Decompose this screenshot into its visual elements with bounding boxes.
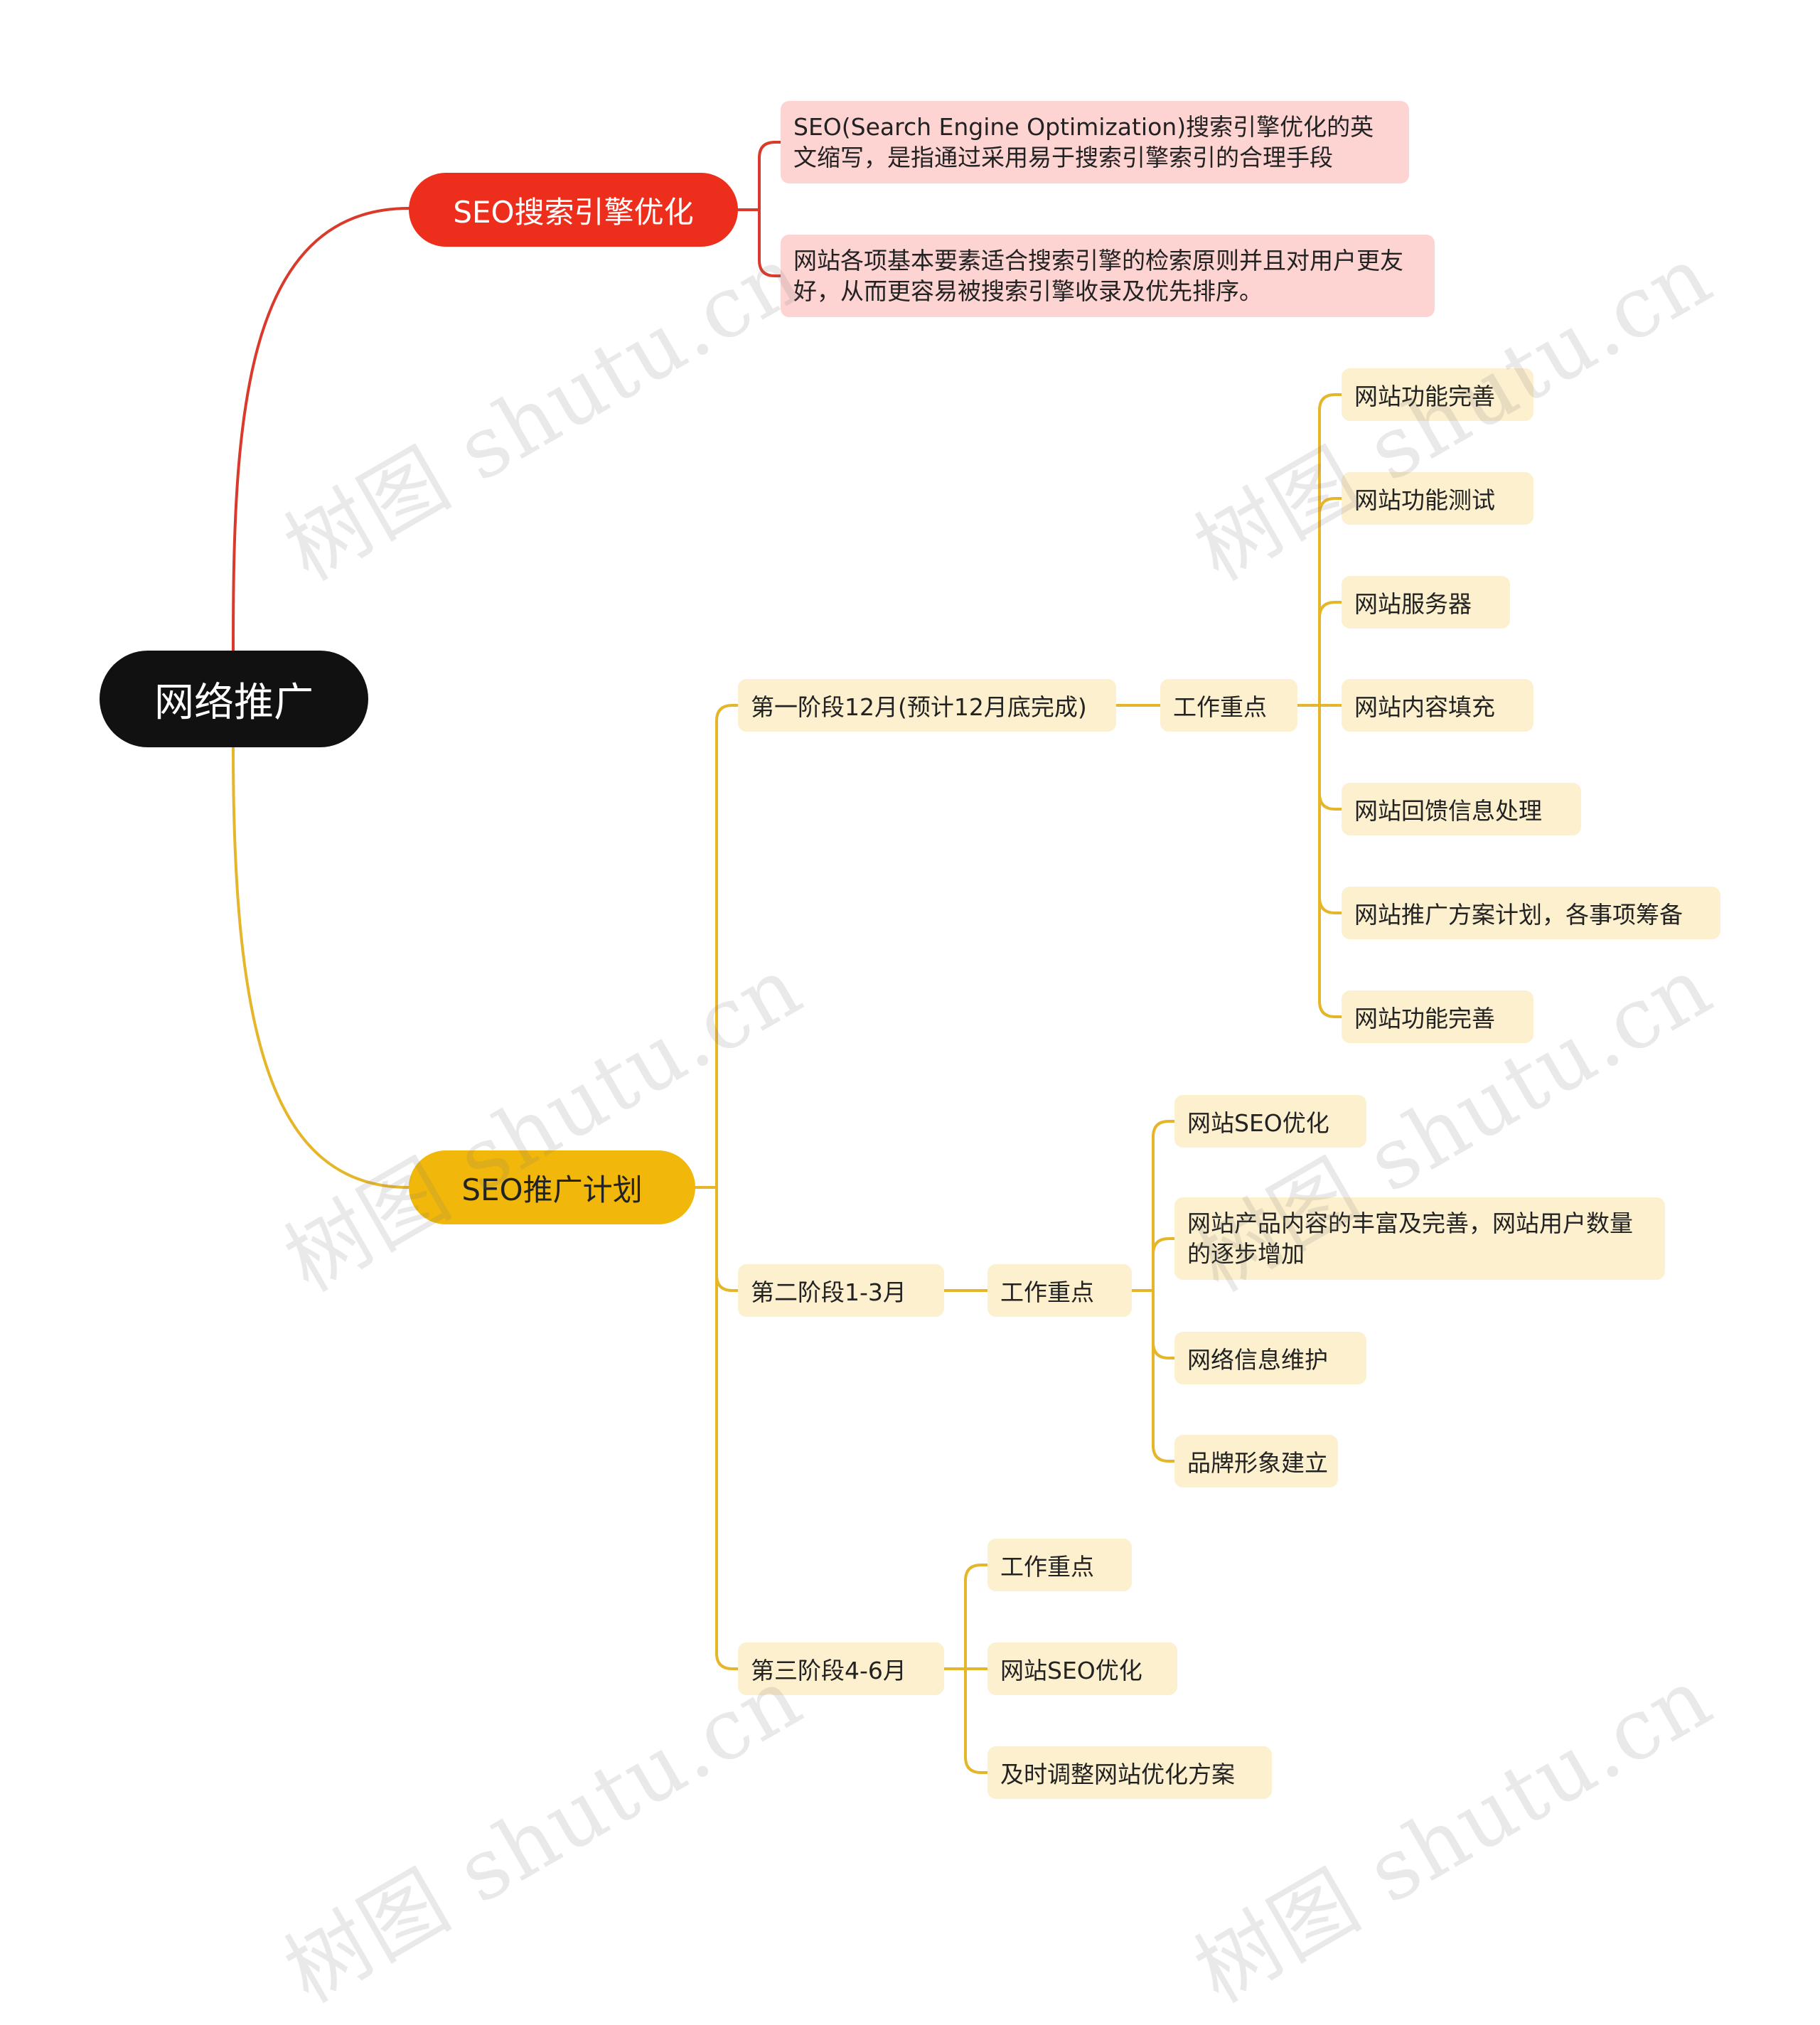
plan-stages-line-link [715, 1186, 739, 1670]
stage2-item[interactable]: 网站SEO优化 [1174, 1095, 1366, 1148]
stage2-node[interactable]: 第二阶段1-3月 [738, 1264, 944, 1317]
stage3-item[interactable]: 网站SEO优化 [987, 1642, 1177, 1695]
stage3-node[interactable]: 第三阶段4-6月 [738, 1642, 944, 1695]
stage3-item[interactable]: 及时调整网站优化方案 [987, 1746, 1272, 1799]
stage3-items-line-link [964, 1667, 989, 1774]
stage1-item[interactable]: 网站功能测试 [1342, 472, 1533, 525]
seo-description[interactable]: 网站各项基本要素适合搜索引擎的检索原则并且对用户更友好，从而更容易被搜索引擎收录… [781, 235, 1435, 317]
stage1-item[interactable]: 网站功能完善 [1342, 990, 1533, 1043]
stage2-items-line-link [1152, 1289, 1176, 1463]
stage1-item[interactable]: 网站内容填充 [1342, 679, 1533, 732]
stage1-items-line-link [1318, 704, 1343, 1018]
stage2-focus[interactable]: 工作重点 [987, 1264, 1132, 1317]
stage1-item[interactable]: 网站推广方案计划，各事项筹备 [1342, 887, 1720, 939]
plan-stages-line-link [715, 704, 739, 1189]
stage1-items-line-link [1318, 704, 1343, 811]
stage3-items-line-link [964, 1564, 989, 1670]
root-to-plan-line [232, 746, 410, 1189]
stage1-item[interactable]: 网站功能完善 [1342, 368, 1533, 421]
stage2-items-line-link [1152, 1120, 1176, 1292]
stage1-items-line-link [1318, 497, 1343, 707]
root-node[interactable]: 网络推广 [100, 651, 368, 747]
stage1-node[interactable]: 第一阶段12月(预计12月底完成) [738, 679, 1116, 732]
stage1-focus[interactable]: 工作重点 [1160, 679, 1297, 732]
branch-seo[interactable]: SEO搜索引擎优化 [409, 173, 738, 247]
stage2-item[interactable]: 品牌形象建立 [1174, 1435, 1338, 1487]
branch-plan[interactable]: SEO推广计划 [409, 1150, 695, 1224]
stage1-item[interactable]: 网站回馈信息处理 [1342, 783, 1581, 835]
stage2-item[interactable]: 网站产品内容的丰富及完善，网站用户数量的逐步增加 [1174, 1197, 1665, 1280]
seo-definition[interactable]: SEO(Search Engine Optimization)搜索引擎优化的英文… [781, 101, 1409, 183]
stage2-items-line-link [1152, 1237, 1176, 1292]
connector-lines [232, 141, 1343, 1774]
stage2-item[interactable]: 网络信息维护 [1174, 1332, 1366, 1384]
plan-stages-line-link [715, 1186, 739, 1292]
root-to-seo-line [232, 207, 410, 652]
stage2-items-line-link [1152, 1289, 1176, 1359]
stage1-items-line-link [1318, 601, 1343, 707]
seo-leaves-line-link [758, 208, 782, 277]
stage3-item[interactable]: 工作重点 [987, 1539, 1132, 1591]
seo-leaves-line-link [758, 141, 782, 211]
stage1-item[interactable]: 网站服务器 [1342, 576, 1510, 629]
stage1-items-line-link [1318, 393, 1343, 707]
